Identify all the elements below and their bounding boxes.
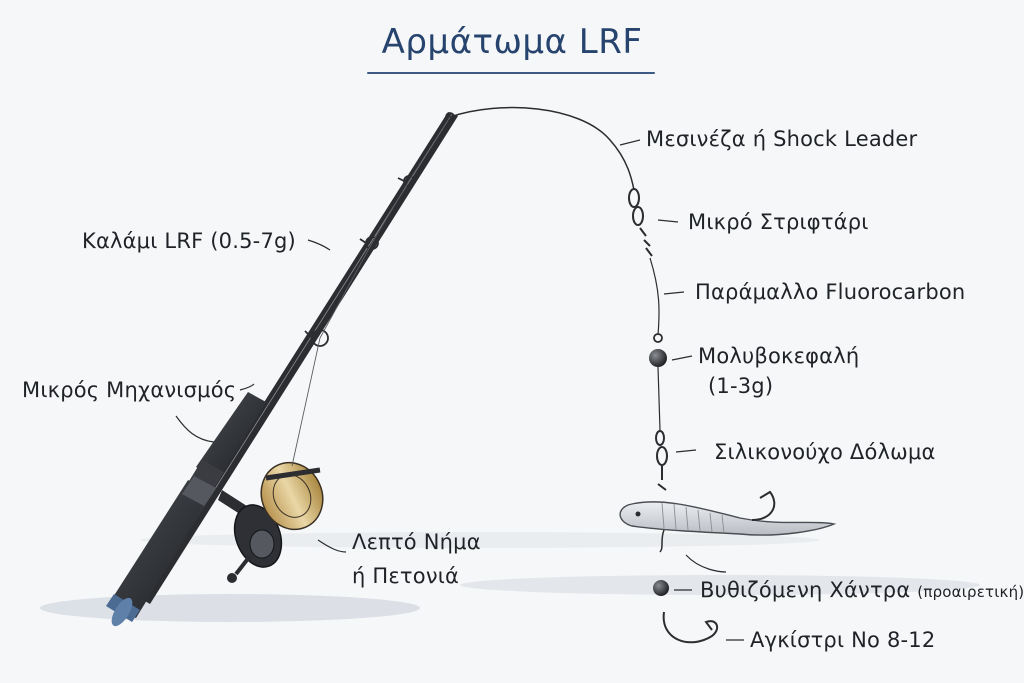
label-reel: Μικρός Μηχανισμός	[22, 378, 237, 402]
soft-plastic-lure	[619, 490, 837, 553]
label-bead: Βυθιζόμενη Χάντρα (προαιρετική)	[700, 578, 1024, 602]
main-line-along-rod	[291, 116, 451, 467]
sinking-bead	[653, 580, 669, 596]
diagram-title: Αρμάτωμα LRF	[381, 22, 643, 62]
label-rod: Καλάμι LRF (0.5-7g)	[82, 229, 296, 253]
callout-lines	[175, 139, 744, 641]
label-line-2: ή Πετονιά	[352, 564, 460, 588]
label-leader: Μεσινέζα ή Shock Leader	[646, 127, 918, 151]
label-snap: Σιλικονούχο Δόλωμα	[714, 440, 936, 464]
label-swivel: Μικρό Στριφτάρι	[688, 210, 869, 234]
label-jighead-2: (1-3g)	[708, 374, 774, 398]
title-underline	[367, 72, 655, 74]
rod-grip	[106, 392, 266, 627]
fluorocarbon-line	[649, 257, 660, 336]
label-jighead-1: Μολυβοκεφαλή	[698, 344, 860, 368]
label-bead-main: Βυθιζόμενη Χάντρα	[700, 578, 911, 602]
label-line-1: Λεπτό Νήμα	[352, 530, 481, 554]
jighead	[649, 333, 667, 431]
label-fluorocarbon: Παράμαλλο Fluorocarbon	[695, 280, 966, 304]
leader-line	[449, 106, 635, 191]
rod-tip-guide	[445, 112, 455, 122]
swivel	[628, 188, 653, 257]
hook	[662, 611, 719, 644]
rod-guides	[304, 175, 415, 347]
snap	[655, 430, 668, 491]
label-bead-note: (προαιρετική)	[917, 583, 1024, 601]
label-hook: Αγκίστρι Νο 8-12	[750, 628, 936, 652]
reel	[218, 461, 324, 583]
